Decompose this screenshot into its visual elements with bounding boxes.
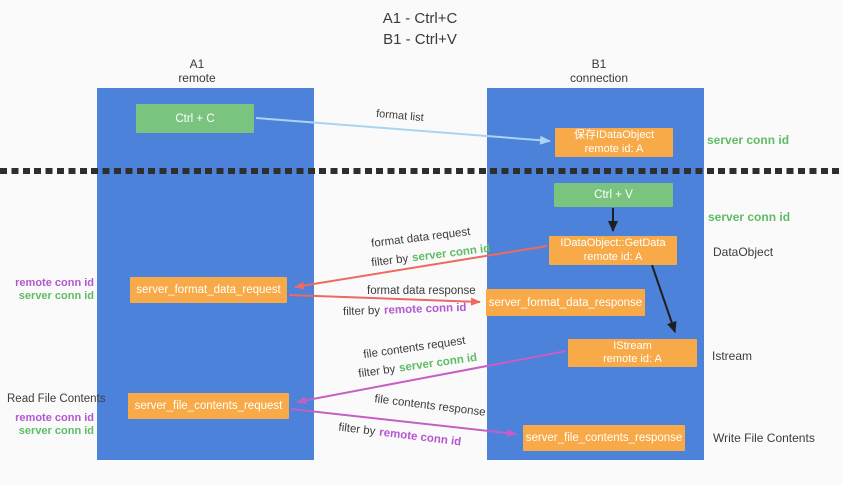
ctrl-v-node: Ctrl + V [554,183,673,207]
dataobject-label: DataObject [713,245,774,259]
remote-conn-id-label-bottom: remote conn id [15,412,94,424]
server-conn-id-label-mid: server conn id [708,210,791,224]
istream-label: Istream [712,349,753,363]
getdata-line1: IDataObject::GetData [560,237,666,249]
filter-by-remote-conn-id-label-2: filter by remote conn id [338,422,462,450]
diagram-title: A1 - Ctrl+C B1 - Ctrl+V [315,8,525,50]
title-line-copy: A1 - Ctrl+C [382,10,458,27]
server-format-data-response-node: server_format_data_response [486,289,645,316]
file-contents-response-text: file contents response [373,393,487,419]
read-file-contents-label: Read File Contents [7,393,106,405]
server-conn-id-label-left-top: server conn id [18,290,94,302]
remote-conn-id-filter-1: remote conn id [383,301,467,317]
ctrl-c-node: Ctrl + C [136,104,254,133]
column-a-header: A1 remote [127,57,267,85]
server-file-contents-request-node: server_file_contents_request [128,393,289,419]
getdata-node: IDataObject::GetData remote id: A [549,236,677,265]
server-conn-id-filter-1: server conn id [411,242,491,265]
server-conn-id-label-top: server conn id [707,133,790,147]
server-file-contents-response-label: server_file_contents_response [525,432,683,444]
ctrl-c-label: Ctrl + C [175,112,215,125]
file-contents-response-arrow-label: file contents response [374,393,487,420]
istream-line1: IStream [613,339,652,352]
phase-separator-dotted-line [0,168,842,174]
column-a-name: A1 [189,57,205,71]
format-list-arrow-label: format list [376,108,425,125]
save-idataobject-node: 保存IDataObject remote id: A [555,128,673,157]
filter-by-remote-conn-id-label-1: filter by remote conn id [343,302,467,319]
istream-line2: remote id: A [603,353,662,365]
filter-by-text-4: filter by [337,421,377,438]
left-conn-id-group-bottom: remote conn id server conn id [6,412,94,438]
title-line-paste: B1 - Ctrl+V [383,31,457,48]
filter-by-text-1: filter by [370,252,409,270]
filter-by-text-2: filter by [342,304,381,319]
server-file-contents-request-label: server_file_contents_request [134,400,283,412]
column-a-subtitle: remote [178,71,216,85]
server-file-contents-response-node: server_file_contents_response [523,425,685,451]
remote-conn-id-filter-2: remote conn id [378,426,462,449]
istream-node: IStream remote id: A [568,339,697,367]
server-format-data-request-node: server_format_data_request [130,277,287,303]
getdata-line2: remote id: A [583,250,643,263]
remote-conn-id-label-top: remote conn id [15,277,94,289]
column-b-name: B1 [591,57,607,71]
server-format-data-response-label: server_format_data_response [488,296,643,309]
filter-by-text-3: filter by [357,363,397,381]
left-conn-id-group-top: remote conn id server conn id [6,277,94,303]
save-idataobject-line2: remote id: A [584,142,644,155]
column-b-header: B1 connection [529,57,669,85]
server-format-data-request-label: server_format_data_request [136,284,281,296]
format-list-text: format list [375,107,425,125]
write-file-contents-label: Write File Contents [713,431,815,445]
column-b-subtitle: connection [569,71,629,85]
format-data-response-arrow-label: format data response [367,285,476,298]
save-idataobject-line1: 保存IDataObject [573,129,655,141]
ctrl-v-label: Ctrl + V [594,189,633,201]
format-data-response-text: format data response [367,285,476,297]
server-conn-id-label-left-bottom: server conn id [18,425,94,437]
